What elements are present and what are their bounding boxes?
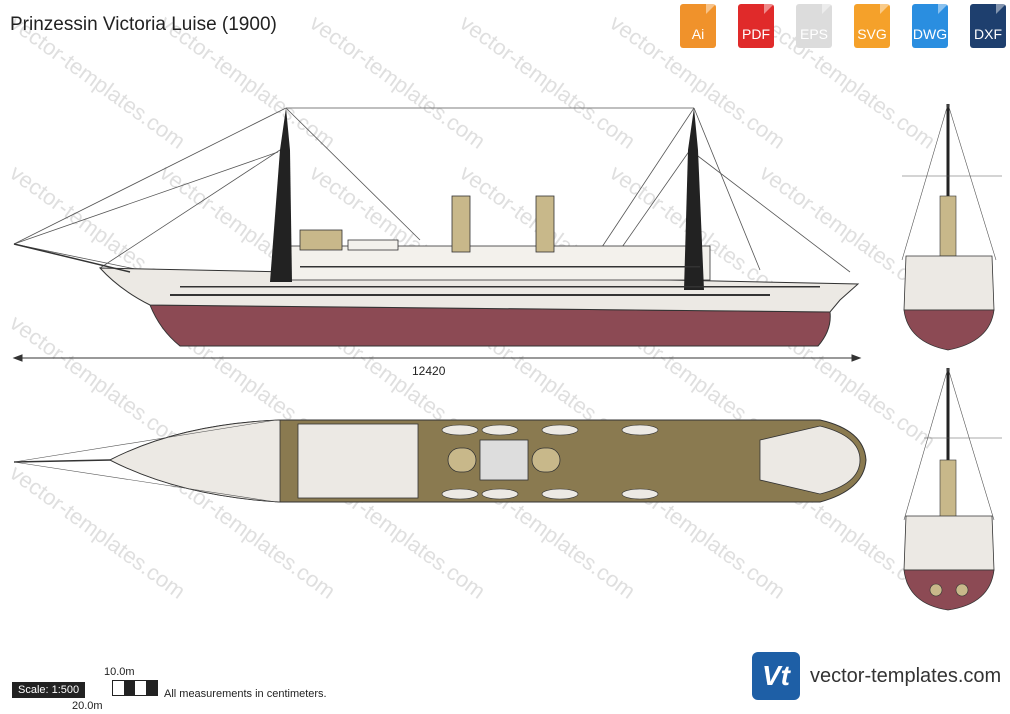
mast-aft: [684, 108, 704, 290]
format-label: PDF: [742, 26, 770, 42]
length-label: 12420: [412, 364, 446, 378]
scale-mark-20: 20.0m: [72, 700, 103, 712]
superstructure: [289, 245, 711, 281]
file-icon: [796, 4, 832, 48]
format-dxf-button[interactable]: DXF: [962, 4, 1010, 52]
format-svg-button[interactable]: SVG: [846, 4, 898, 52]
scale-label: Scale: 1:500: [12, 682, 86, 698]
format-label: SVG: [857, 26, 887, 42]
format-dwg-button[interactable]: DWG: [904, 4, 956, 52]
front-view: [901, 103, 1002, 351]
format-label: DWG: [912, 26, 948, 42]
brand-logo-icon: Vt: [752, 652, 800, 700]
hull-lower: [149, 304, 831, 347]
file-icon: [738, 4, 774, 48]
format-label: EPS: [799, 26, 828, 42]
deck-bow: [109, 419, 281, 503]
page-title: Prinzessin Victoria Luise (1900): [10, 14, 277, 35]
file-icon: [680, 4, 716, 48]
deck-stern: [759, 425, 861, 495]
brand[interactable]: Vt vector-templates.com: [752, 652, 1001, 700]
mast-fore: [270, 108, 292, 282]
scale-bar: [112, 680, 158, 696]
scale-mark-10: 10.0m: [104, 666, 135, 678]
lifeboats: [441, 424, 659, 500]
bridge: [299, 229, 343, 251]
skylight: [479, 439, 529, 481]
format-download-list: Ai PDF EPS SVG DWG DXF: [672, 4, 1010, 52]
funnel-fore: [451, 195, 471, 253]
measurement-note: All measurements in centimeters.: [164, 688, 327, 700]
side-view: [13, 107, 860, 347]
file-icon: [912, 4, 948, 48]
deckhouse-top: [297, 423, 419, 499]
funnel-aft: [535, 195, 555, 253]
format-pdf-button[interactable]: PDF: [730, 4, 782, 52]
format-label: Ai: [691, 26, 705, 42]
funnel-top-fore: [447, 447, 477, 473]
format-ai-button[interactable]: Ai: [672, 4, 724, 52]
funnel-top-aft: [531, 447, 561, 473]
rear-view: [903, 367, 1002, 611]
deckhouse: [347, 239, 399, 251]
file-icon: [970, 4, 1006, 48]
file-icon: [854, 4, 890, 48]
format-eps-button[interactable]: EPS: [788, 4, 840, 52]
portholes: [170, 266, 820, 296]
length-dimension: [12, 354, 862, 362]
brand-url[interactable]: vector-templates.com: [810, 664, 1002, 687]
top-view: [13, 419, 867, 503]
format-label: DXF: [974, 26, 1002, 42]
